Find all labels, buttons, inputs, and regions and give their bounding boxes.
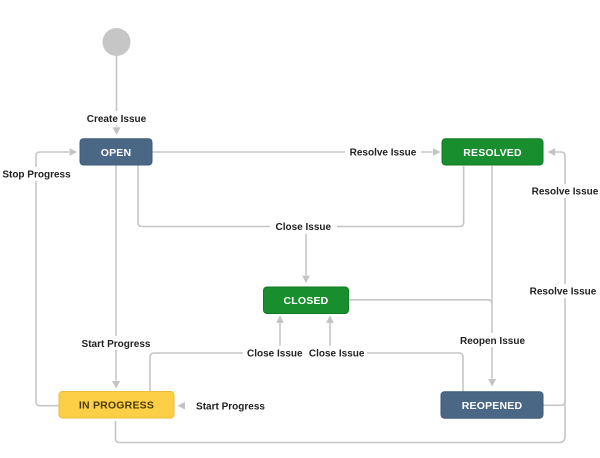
svg-text:IN PROGRESS: IN PROGRESS <box>79 400 154 412</box>
svg-text:Start Progress: Start Progress <box>196 401 265 412</box>
svg-text:Close Issue: Close Issue <box>276 222 332 233</box>
svg-text:Start Progress: Start Progress <box>82 339 151 350</box>
svg-text:Reopen Issue: Reopen Issue <box>460 336 525 347</box>
svg-text:CLOSED: CLOSED <box>284 295 329 307</box>
svg-text:RESOLVED: RESOLVED <box>463 147 522 159</box>
svg-text:Resolve Issue: Resolve Issue <box>350 147 417 158</box>
svg-text:Close Issue: Close Issue <box>309 349 365 360</box>
svg-text:Resolve Issue: Resolve Issue <box>532 187 599 198</box>
svg-text:OPEN: OPEN <box>101 147 132 159</box>
svg-text:REOPENED: REOPENED <box>462 400 523 412</box>
svg-text:Close Issue: Close Issue <box>247 349 303 360</box>
svg-text:Create Issue: Create Issue <box>87 114 147 125</box>
svg-text:Resolve Issue: Resolve Issue <box>530 287 597 298</box>
svg-text:Stop Progress: Stop Progress <box>2 170 71 181</box>
